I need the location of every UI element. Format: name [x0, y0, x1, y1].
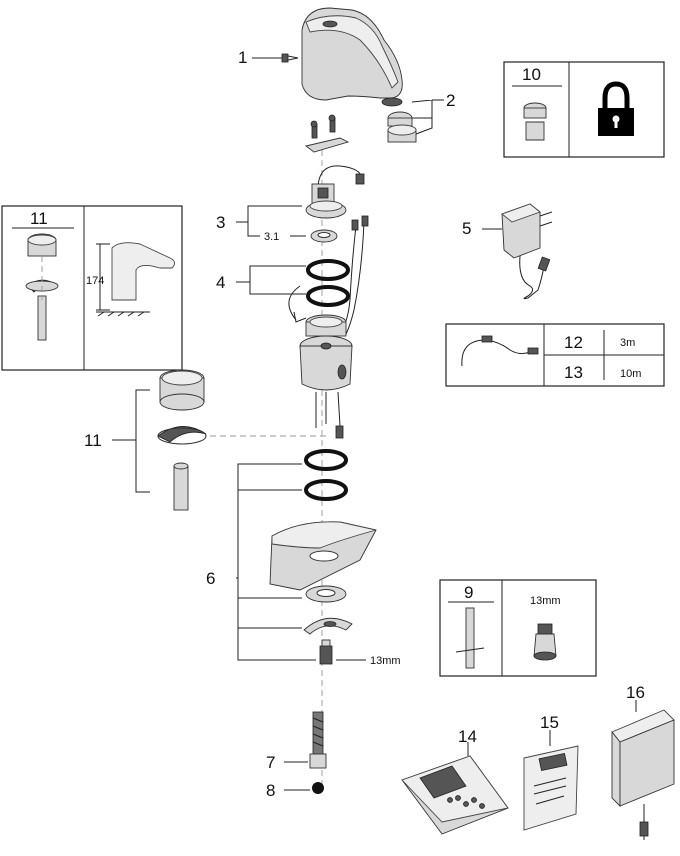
- faucet-spout: [301, 7, 403, 101]
- box-10-number: 10: [522, 65, 541, 84]
- callout-line-2: [411, 99, 444, 135]
- clamp-plate-6: [303, 617, 353, 635]
- cable-plug-a: [351, 219, 359, 231]
- box-12-13: [445, 323, 665, 387]
- callout-6: 6: [206, 569, 215, 588]
- callout-4: 4: [216, 273, 225, 292]
- box-11-dimension: 174: [86, 275, 104, 287]
- o-ring-6b: [304, 479, 348, 501]
- callout-7: 7: [266, 753, 275, 772]
- callout-3-1: 3.1: [264, 231, 279, 243]
- box-11-number: 11: [30, 209, 48, 228]
- callout-11: 11: [84, 431, 102, 450]
- box-13-value: 10m: [620, 368, 641, 380]
- callout-5: 5: [462, 219, 471, 238]
- flexible-hose-7: [309, 711, 327, 769]
- box-12-value: 3m: [620, 337, 635, 349]
- box-9: [439, 579, 597, 677]
- sensor-cable: [337, 391, 341, 427]
- callout-1: 1: [238, 48, 247, 67]
- box-12-number: 12: [564, 333, 583, 352]
- callout-2: 2: [446, 91, 455, 110]
- nut-size-label: 13mm: [370, 655, 401, 667]
- cable-plug-b: [361, 215, 369, 227]
- padlock-icon: [598, 81, 634, 136]
- box-9-number: 9: [464, 583, 473, 602]
- callout-line-3: [236, 205, 302, 237]
- o-ring-4a: [306, 259, 350, 281]
- sensor-cartridge: [299, 314, 353, 391]
- callout-line-6: [236, 463, 316, 661]
- battery-box-16: [611, 709, 675, 840]
- countertop-section: [269, 521, 377, 591]
- screw-1: [281, 53, 299, 63]
- callout-3: 3: [216, 213, 225, 232]
- rotation-arrow: [288, 285, 301, 321]
- box-9-size: 13mm: [530, 595, 561, 607]
- solenoid-valve-3: [305, 165, 365, 219]
- washer-6: [305, 585, 347, 603]
- cable-b: [345, 221, 365, 335]
- aerator-parts-2: [381, 97, 417, 143]
- power-adapter-5: [501, 203, 553, 300]
- callout-line-4: [236, 265, 306, 295]
- cable-a: [341, 225, 357, 331]
- callout-16: 16: [626, 683, 645, 702]
- o-ring-6a: [304, 449, 348, 471]
- sensor-cable-plug: [335, 425, 344, 439]
- callout-line-11: [112, 389, 150, 493]
- box-11: [1, 205, 183, 371]
- box-13-number: 13: [564, 363, 583, 382]
- mounting-bracket: [304, 114, 350, 153]
- callout-15: 15: [540, 713, 559, 732]
- fixing-nut: [319, 639, 333, 665]
- callout-14: 14: [458, 727, 477, 746]
- remote-control-14: [401, 755, 509, 835]
- o-ring-4b: [306, 285, 350, 307]
- box-10: [503, 61, 665, 158]
- instruction-leaflet-15: [523, 745, 579, 831]
- aerator-assembly-11: [157, 369, 207, 511]
- seal-ring-3-1: [310, 229, 338, 243]
- callout-8: 8: [266, 781, 275, 800]
- cap-8: [312, 782, 324, 794]
